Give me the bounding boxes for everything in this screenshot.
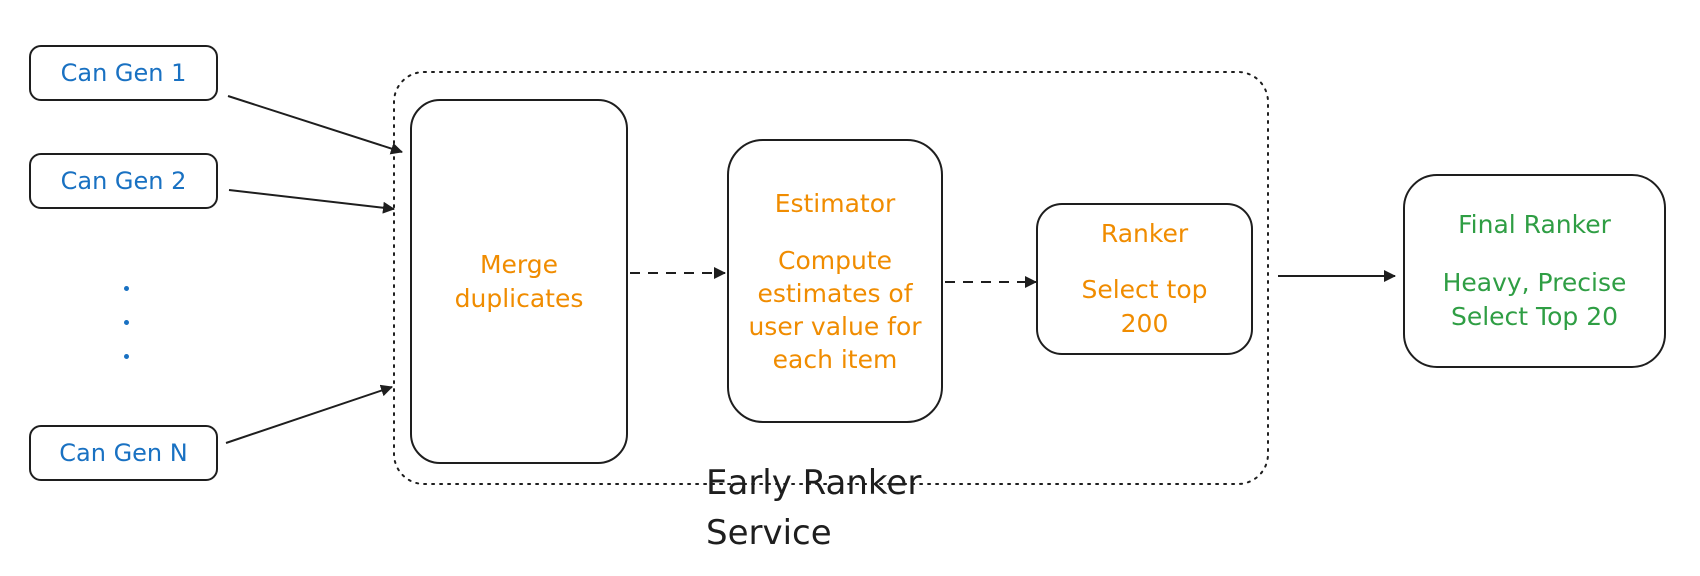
early-ranker-service-label: Early Ranker Service (706, 458, 921, 558)
merge-line-2: duplicates (454, 283, 584, 313)
final-ranker-title: Final Ranker (1458, 210, 1611, 239)
candidate-generator-n[interactable]: Can Gen N (29, 425, 218, 481)
merge-line-1: Merge (479, 249, 559, 279)
candidate-generator-2[interactable]: Can Gen 2 (29, 153, 218, 209)
estimator-box[interactable]: Estimator Compute estimates of user valu… (727, 139, 943, 423)
estimator-line-1: Compute (777, 245, 892, 275)
estimator-line-2: estimates of (757, 278, 913, 308)
candidate-generator-label: Can Gen 1 (60, 59, 187, 87)
estimator-line-3: user value for (748, 311, 922, 341)
candidate-generator-label: Can Gen 2 (60, 167, 187, 195)
arrow-gen1-to-merge (227, 95, 403, 155)
candidate-generator-label: Can Gen N (59, 439, 188, 467)
final-ranker-line-2: Select Top 20 (1450, 302, 1619, 331)
ellipsis-dot (124, 354, 129, 359)
ranker-line-2: 200 (1120, 309, 1169, 338)
arrow-gen2-to-merge (228, 189, 395, 214)
early-ranker-service-frame (393, 71, 1269, 485)
final-ranker-box[interactable]: Final Ranker Heavy, Precise Select Top 2… (1403, 174, 1666, 368)
ellipsis-dot (124, 286, 129, 291)
ranker-title: Ranker (1100, 219, 1189, 248)
estimator-line-4: each item (772, 344, 898, 374)
frame-title-line-2: Service (706, 513, 832, 553)
arrow-genn-to-merge (225, 384, 393, 444)
frame-title-line-1: Early Ranker (706, 463, 922, 503)
ellipsis-dot (124, 320, 129, 325)
ranker-line-1: Select top (1081, 275, 1208, 304)
candidate-generator-1[interactable]: Can Gen 1 (29, 45, 218, 101)
estimator-title: Estimator (774, 188, 896, 218)
ranker-box[interactable]: Ranker Select top 200 (1036, 203, 1253, 355)
merge-duplicates-box[interactable]: Merge duplicates (410, 99, 628, 464)
final-ranker-line-1: Heavy, Precise (1442, 268, 1627, 297)
